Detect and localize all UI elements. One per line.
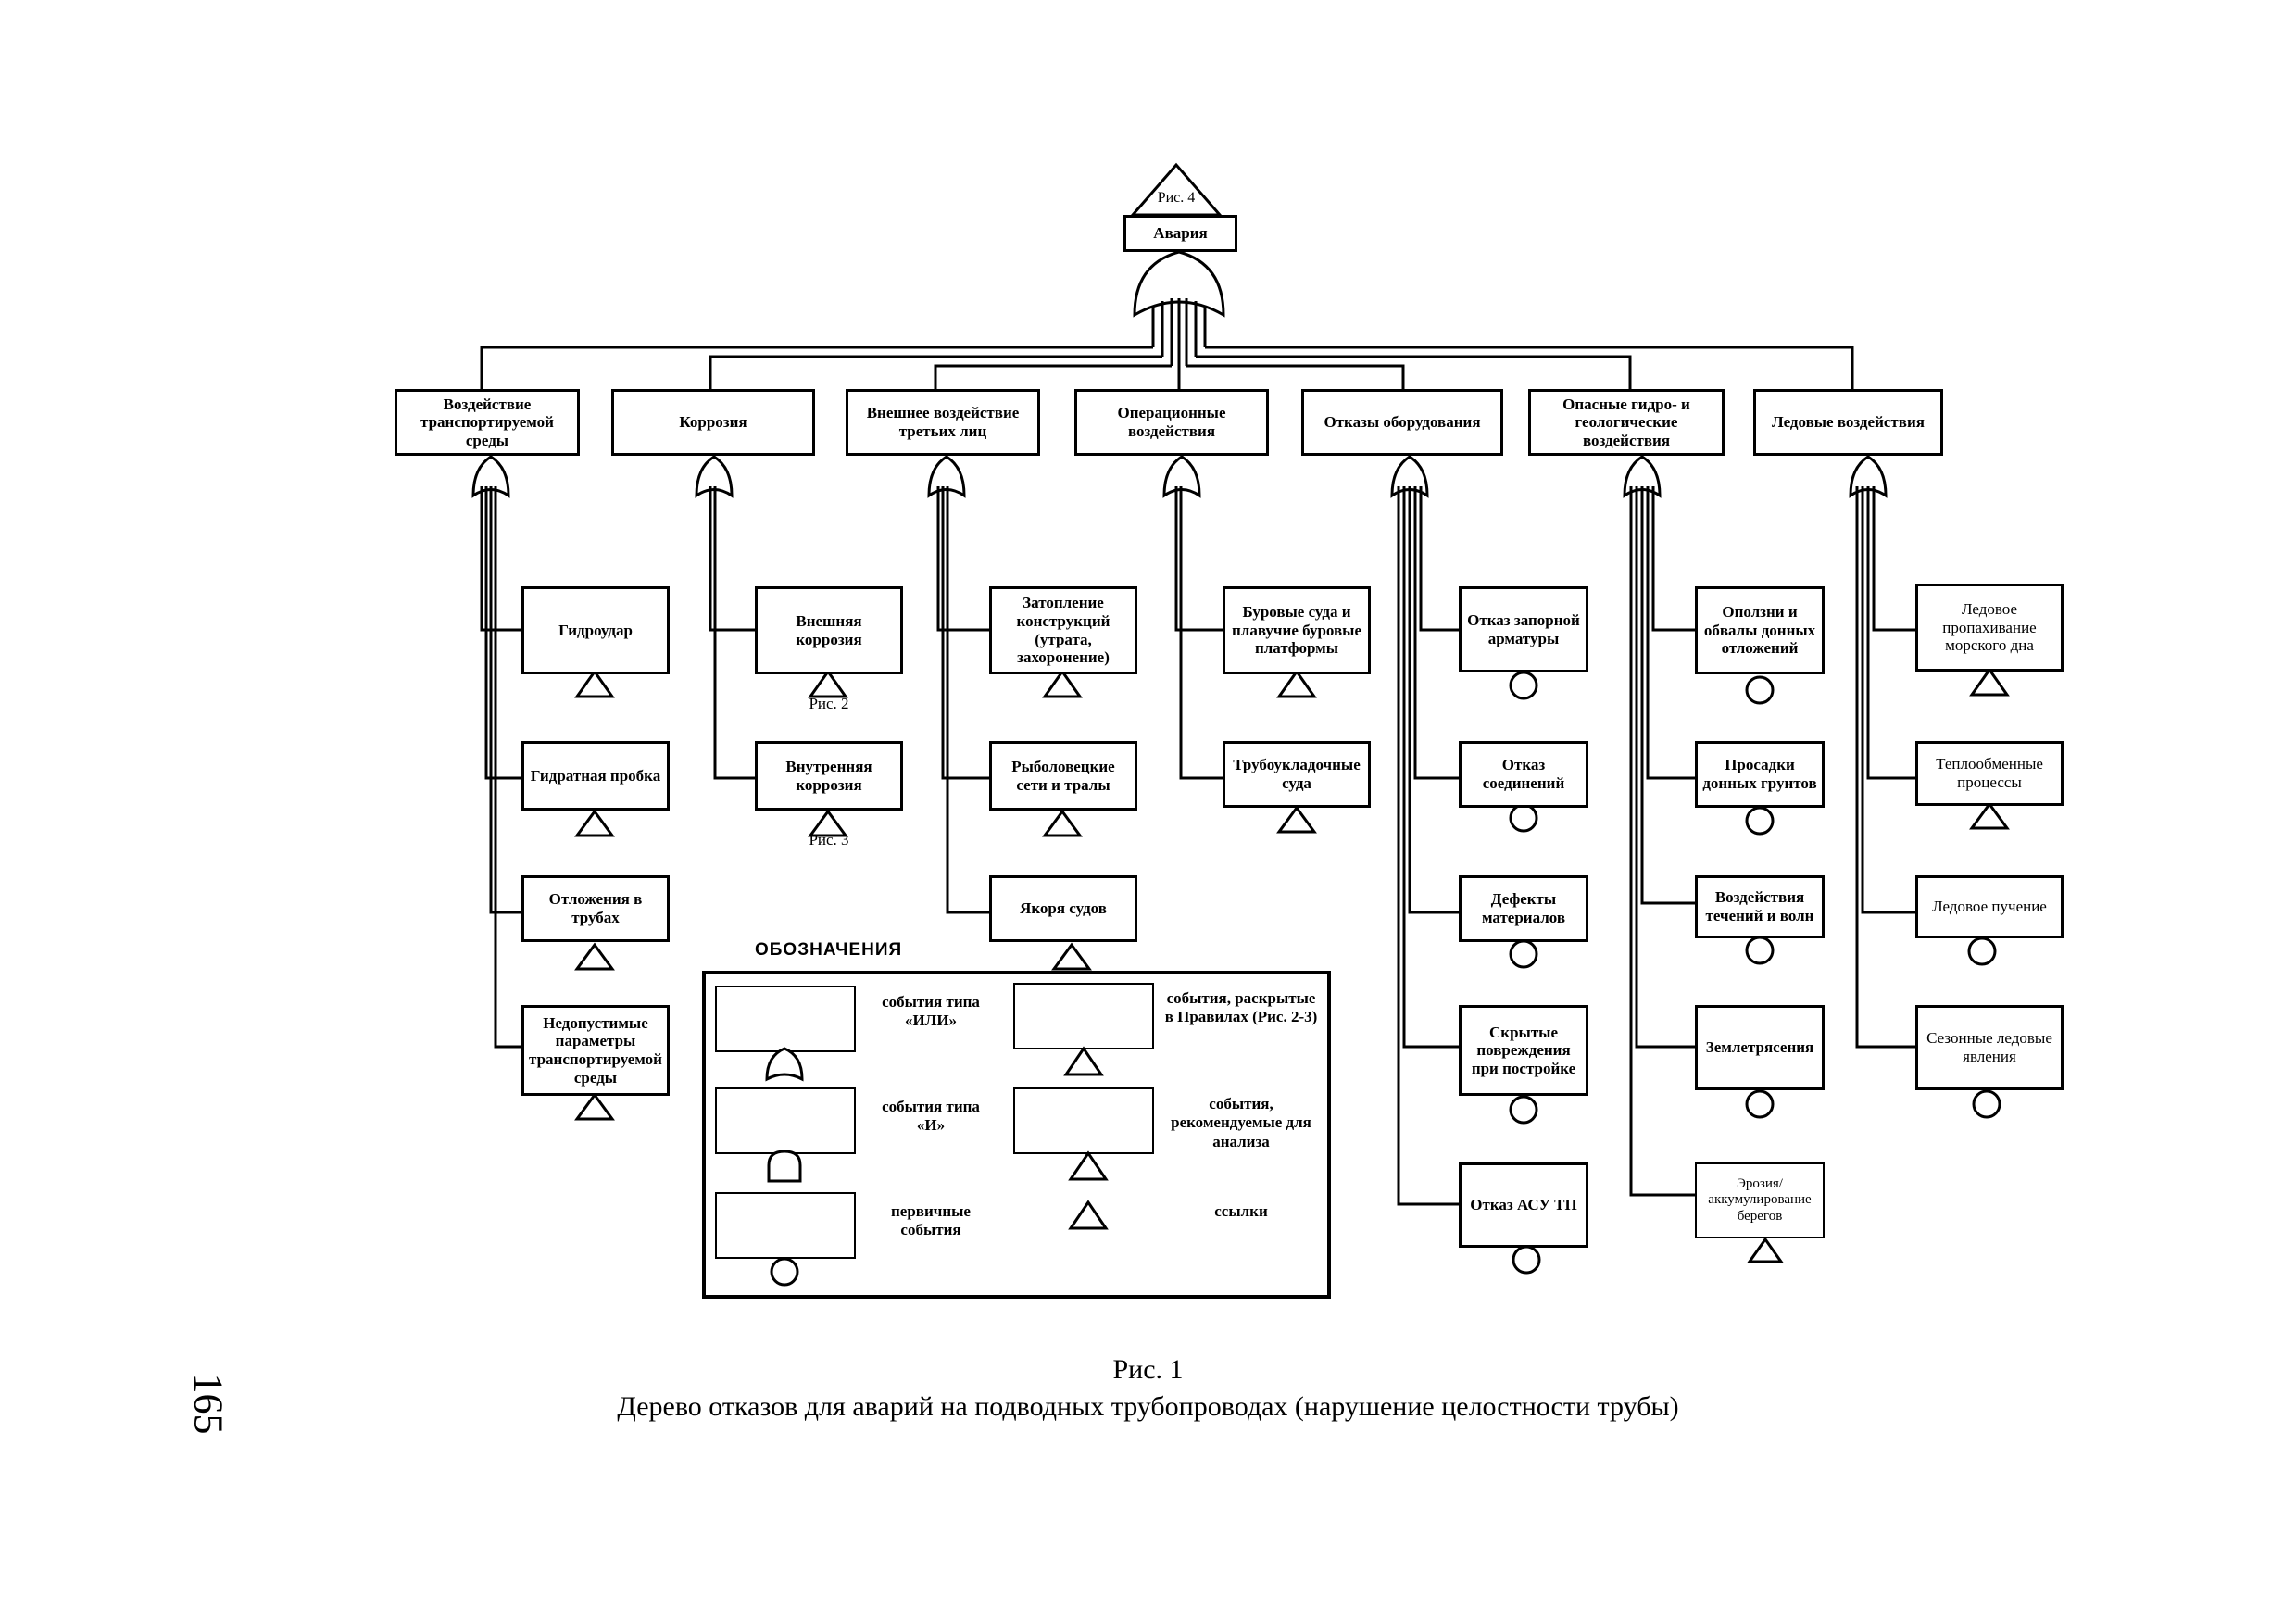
category-equipment-failures[interactable]: Отказы оборудования <box>1301 389 1503 456</box>
event-material-defects[interactable]: Дефекты материалов <box>1459 875 1588 942</box>
category-ice[interactable]: Ледовые воздействия <box>1753 389 1943 456</box>
legend-recommended-triangle-icon <box>1068 1150 1109 1181</box>
event-valve-failure[interactable]: Отказ запорной арматуры <box>1459 586 1588 672</box>
link-triangle-icon <box>1747 1237 1784 1263</box>
category-third-party[interactable]: Внешнее воздействие третьих лиц <box>846 389 1040 456</box>
category-hydro-geological[interactable]: Опасные гидро- и геологические воздейств… <box>1528 389 1725 456</box>
figure-title: Дерево отказов для аварий на подводных т… <box>617 1391 1679 1422</box>
legend-and-events-label: события типа «И» <box>882 1098 980 1135</box>
link-triangle-icon <box>574 669 615 698</box>
legend-title: ОБОЗНАЧЕНИЯ <box>755 940 903 960</box>
legend-frame <box>702 971 1331 1299</box>
legend-disclosed-triangle-icon <box>1063 1046 1104 1076</box>
ref-fig2: Рис. 2 <box>809 695 849 712</box>
event-ice-gouging[interactable]: Ледовое пропахивание морского дна <box>1915 584 2064 672</box>
link-triangle-icon <box>1051 942 1092 971</box>
primary-event-circle-icon <box>1509 1095 1538 1125</box>
event-pipelay-vessels[interactable]: Трубоукладочные суда <box>1223 741 1371 808</box>
primary-event-circle-icon <box>1745 936 1775 965</box>
legend-primary-circle-icon <box>770 1257 799 1287</box>
category-operational[interactable]: Операционные воздействия <box>1074 389 1269 456</box>
event-shore-erosion[interactable]: Эрозия/ аккумулирование берегов <box>1695 1162 1825 1238</box>
primary-event-circle-icon <box>1509 803 1538 833</box>
event-ship-anchors[interactable]: Якоря судов <box>989 875 1137 942</box>
category-corrosion[interactable]: Коррозия <box>611 389 815 456</box>
event-earthquakes[interactable]: Землетрясения <box>1695 1005 1825 1090</box>
event-internal-corrosion[interactable]: Внутренняя коррозия <box>755 741 903 810</box>
event-heat-exchange[interactable]: Теплообменные процессы <box>1915 741 2064 806</box>
legend-and-gate-icon <box>767 1150 802 1183</box>
primary-event-circle-icon <box>1512 1245 1541 1275</box>
primary-event-circle-icon <box>1745 675 1775 705</box>
event-frost-heave[interactable]: Ледовое пучение <box>1915 875 2064 938</box>
legend-link-triangle-icon <box>1068 1200 1109 1230</box>
link-triangle-icon <box>1042 809 1083 837</box>
link-triangles <box>574 667 2010 1263</box>
primary-event-circle-icon <box>1509 671 1538 700</box>
page-number: 165 <box>185 1373 232 1435</box>
link-triangle-icon <box>1969 801 2010 830</box>
link-triangle-icon <box>574 942 615 971</box>
link-triangle-icon <box>574 1092 615 1121</box>
link-triangle-icon <box>574 809 615 837</box>
primary-event-circle-icon <box>1745 806 1775 836</box>
event-external-corrosion[interactable]: Внешняя коррозия <box>755 586 903 674</box>
event-currents-waves[interactable]: Воздействия течений и волн <box>1695 875 1825 938</box>
primary-circles <box>1509 671 2001 1275</box>
ref-fig3: Рис. 3 <box>809 831 849 848</box>
event-water-hammer[interactable]: Гидроудар <box>521 586 670 674</box>
event-invalid-parameters[interactable]: Недопустимые параметры транспортируемой … <box>521 1005 670 1096</box>
legend-recommended-events-label: события, рекомендуемые для анализа <box>1171 1095 1311 1150</box>
legend-primary-events-label: первичные события <box>891 1202 971 1239</box>
link-triangle-icon <box>1276 805 1317 834</box>
event-drilling-ships[interactable]: Буровые суда и плавучие буровые платформ… <box>1223 586 1371 674</box>
link-triangle-icon <box>1276 669 1317 698</box>
event-joint-failure[interactable]: Отказ соединений <box>1459 741 1588 808</box>
primary-event-circle-icon <box>1745 1089 1775 1119</box>
link-triangle-icon <box>808 669 848 698</box>
figure-number: Рис. 1 <box>1112 1354 1184 1385</box>
event-pipe-deposits[interactable]: Отложения в трубах <box>521 875 670 942</box>
legend-or-events-label: события типа «ИЛИ» <box>882 993 980 1030</box>
legend-or-gate-icon <box>765 1047 804 1082</box>
event-acs-failure[interactable]: Отказ АСУ ТП <box>1459 1162 1588 1248</box>
primary-event-circle-icon <box>1972 1089 2001 1119</box>
event-hydrate-plug[interactable]: Гидратная пробка <box>521 741 670 810</box>
event-fishing-nets[interactable]: Рыболовецкие сети и тралы <box>989 741 1137 810</box>
top-ref-label: Рис. 4 <box>1157 190 1196 206</box>
top-event-box[interactable]: Авария <box>1123 215 1237 252</box>
primary-event-circle-icon <box>1967 936 1997 966</box>
link-triangle-icon <box>1042 669 1083 698</box>
top-or-gate-icon <box>1133 250 1225 318</box>
event-hidden-damage[interactable]: Скрытые повреждения при постройке <box>1459 1005 1588 1096</box>
event-seasonal-ice[interactable]: Сезонные ледовые явления <box>1915 1005 2064 1090</box>
category-transported-medium[interactable]: Воздействие транспортируемой среды <box>395 389 580 456</box>
link-triangle-icon <box>808 809 848 837</box>
legend-links-label: ссылки <box>1214 1202 1268 1220</box>
legend-disclosed-events-label: события, раскрытые в Правилах (Рис. 2-3) <box>1164 989 1318 1026</box>
event-structure-sinking[interactable]: Затопление конструкций (утрата, захороне… <box>989 586 1137 674</box>
event-soil-subsidence[interactable]: Просадки донных грунтов <box>1695 741 1825 808</box>
link-triangle-icon <box>1969 667 2010 697</box>
primary-event-circle-icon <box>1509 939 1538 969</box>
event-landslides[interactable]: Оползни и обвалы донных отложений <box>1695 586 1825 674</box>
